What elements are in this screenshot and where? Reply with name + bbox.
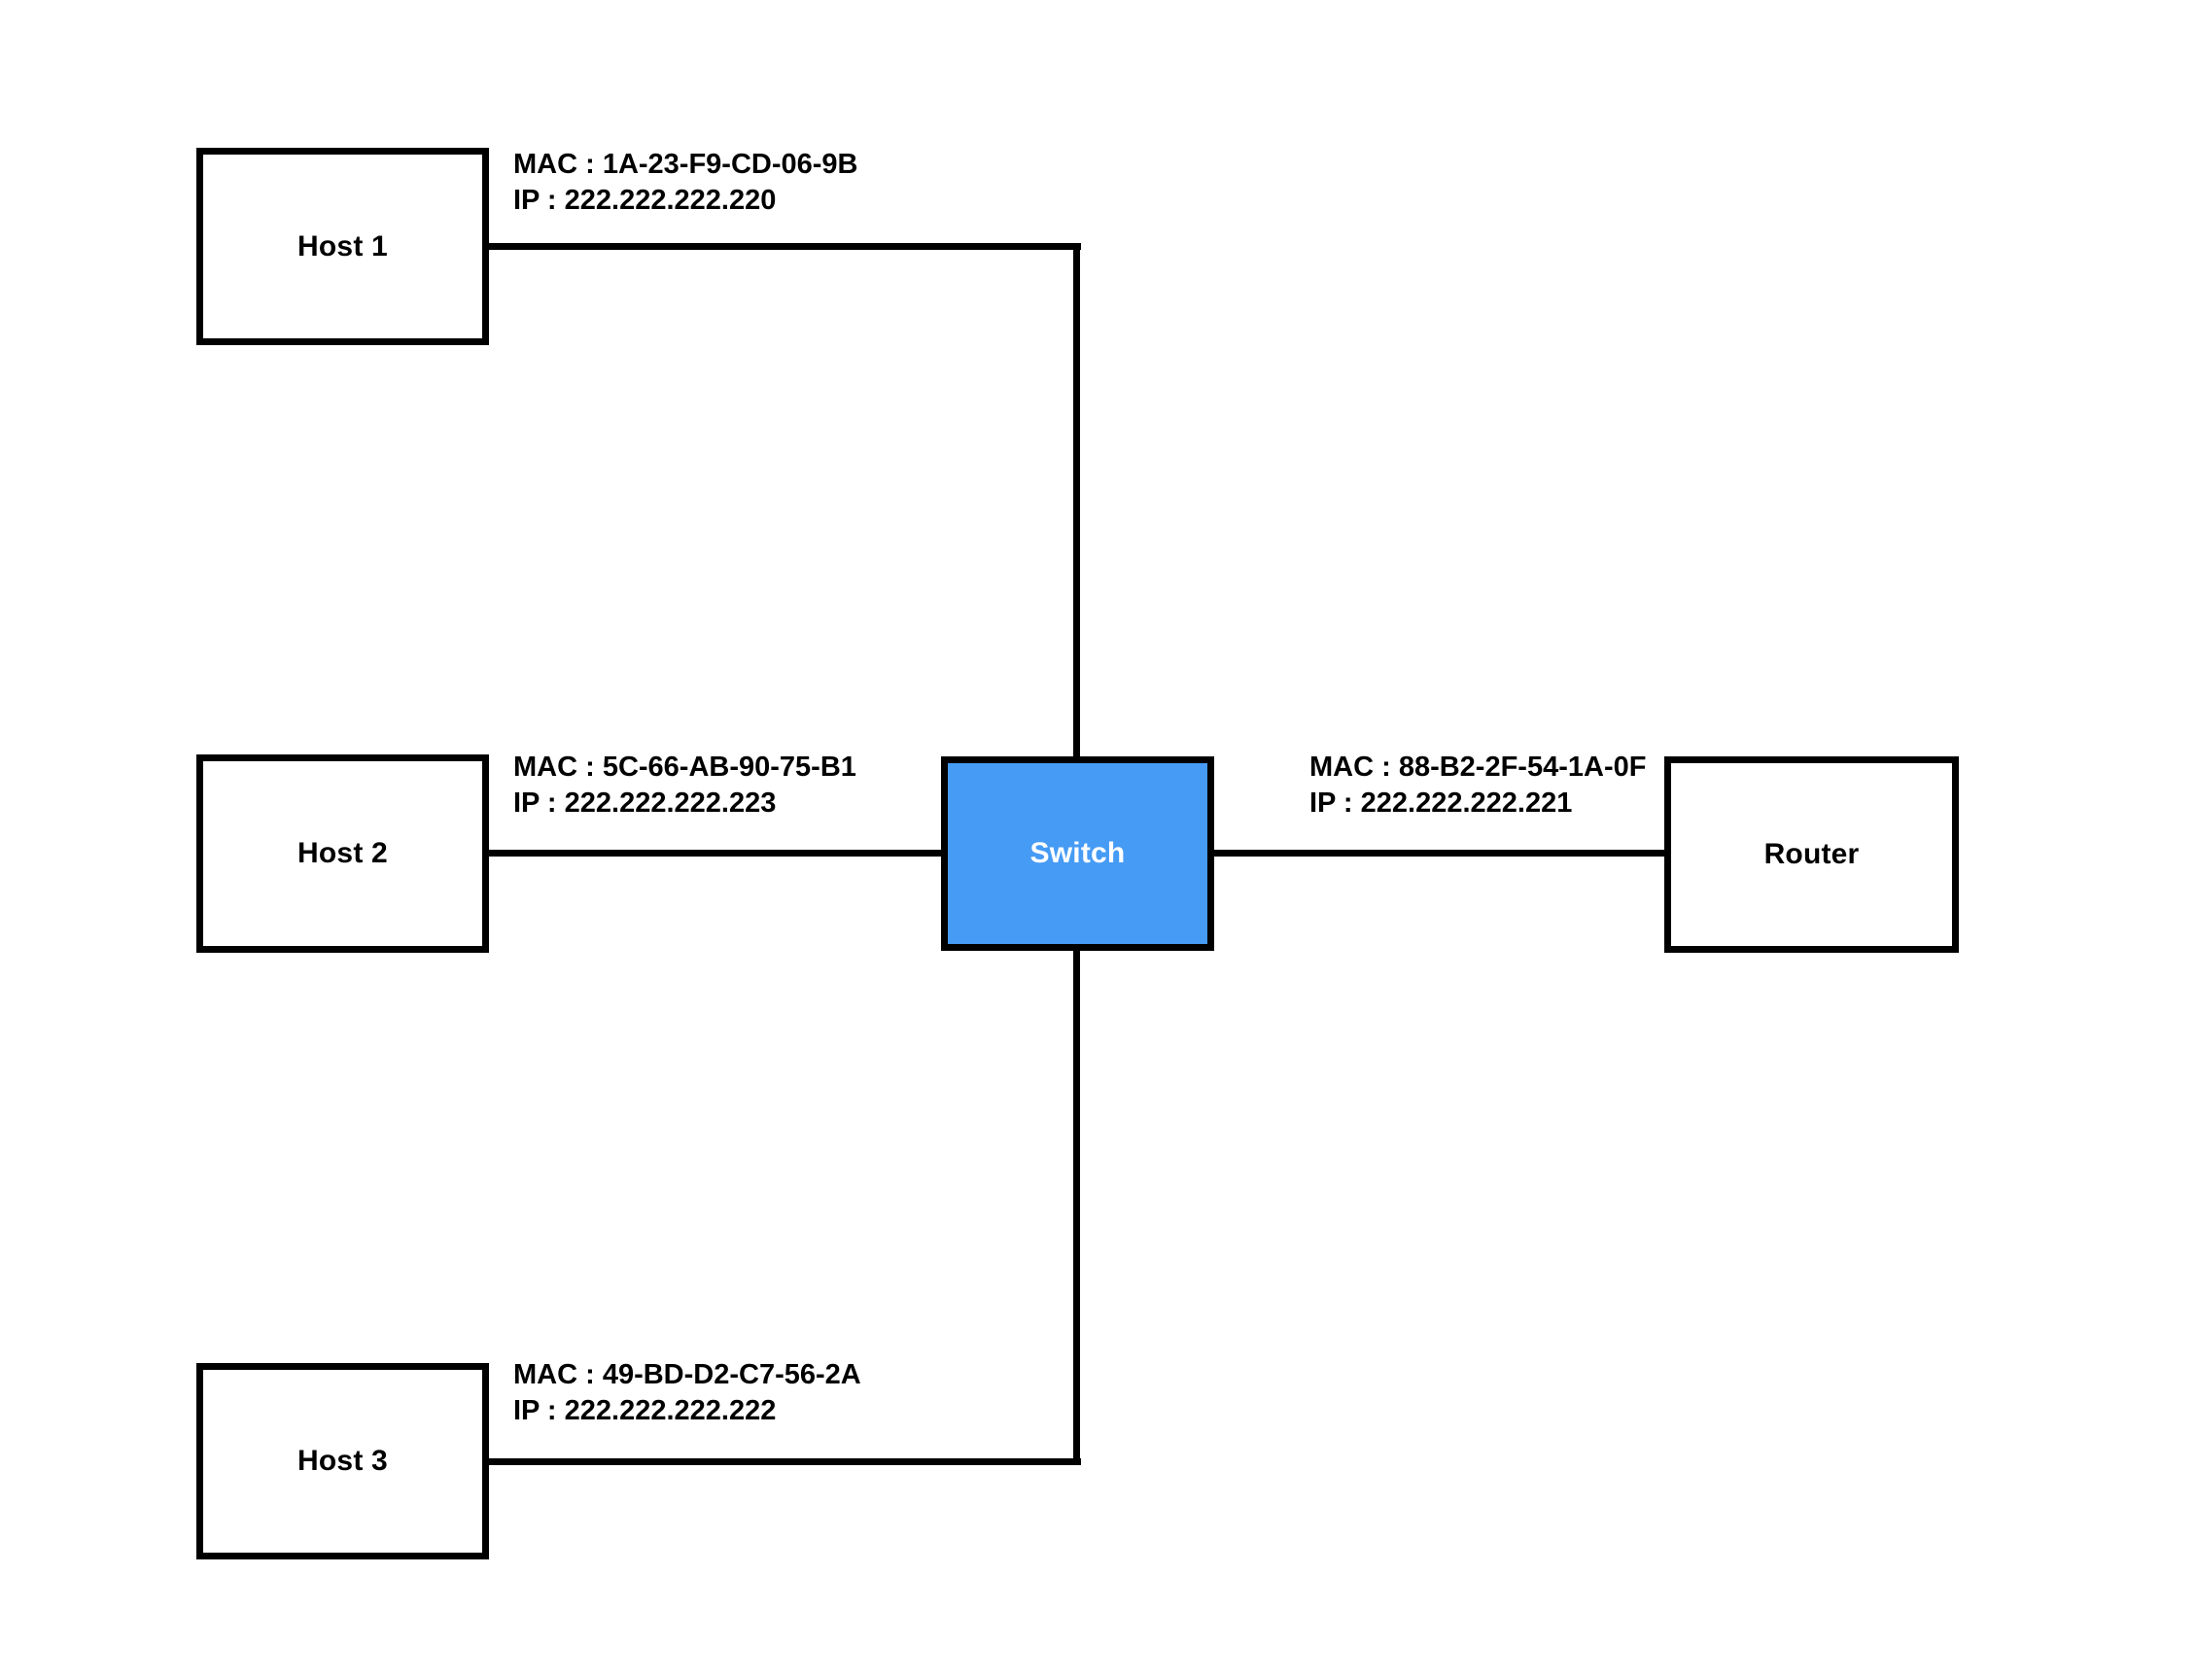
node-switch[interactable]: Switch bbox=[941, 756, 1214, 951]
connector-host2-switch bbox=[489, 850, 941, 857]
node-host1[interactable]: Host 1 bbox=[196, 148, 489, 345]
connector-switch-router bbox=[1214, 850, 1664, 857]
node-host2[interactable]: Host 2 bbox=[196, 754, 489, 953]
annotation-host3-mac: MAC : 49-BD-D2-C7-56-2A bbox=[513, 1359, 861, 1390]
annotation-router: MAC : 88-B2-2F-54-1A-0F IP : 222.222.222… bbox=[1309, 750, 1646, 822]
connector-host1-switch-vertical bbox=[1073, 243, 1080, 760]
annotation-router-mac: MAC : 88-B2-2F-54-1A-0F bbox=[1309, 752, 1647, 783]
annotation-host3-ip: IP : 222.222.222.222 bbox=[513, 1395, 777, 1426]
annotation-host2-ip: IP : 222.222.222.223 bbox=[513, 788, 777, 819]
annotation-router-ip: IP : 222.222.222.221 bbox=[1309, 788, 1573, 819]
annotation-host2: MAC : 5C-66-AB-90-75-B1 IP : 222.222.222… bbox=[513, 750, 856, 822]
node-host1-label: Host 1 bbox=[297, 229, 388, 262]
annotation-host1-ip: IP : 222.222.222.220 bbox=[513, 185, 777, 216]
node-host3[interactable]: Host 3 bbox=[196, 1363, 489, 1559]
annotation-host2-mac: MAC : 5C-66-AB-90-75-B1 bbox=[513, 752, 856, 783]
annotation-host1-mac: MAC : 1A-23-F9-CD-06-9B bbox=[513, 149, 858, 180]
node-host3-label: Host 3 bbox=[297, 1445, 388, 1477]
node-router[interactable]: Router bbox=[1664, 756, 1959, 953]
connector-host3-switch-horizontal bbox=[489, 1458, 1081, 1465]
node-router-label: Router bbox=[1763, 838, 1860, 870]
annotation-host1: MAC : 1A-23-F9-CD-06-9B IP : 222.222.222… bbox=[513, 147, 858, 219]
node-host2-label: Host 2 bbox=[297, 837, 388, 869]
node-switch-label: Switch bbox=[1029, 837, 1126, 869]
connector-host1-switch-horizontal bbox=[489, 243, 1081, 250]
connector-host3-switch-vertical bbox=[1073, 948, 1080, 1465]
annotation-host3: MAC : 49-BD-D2-C7-56-2A IP : 222.222.222… bbox=[513, 1357, 861, 1429]
